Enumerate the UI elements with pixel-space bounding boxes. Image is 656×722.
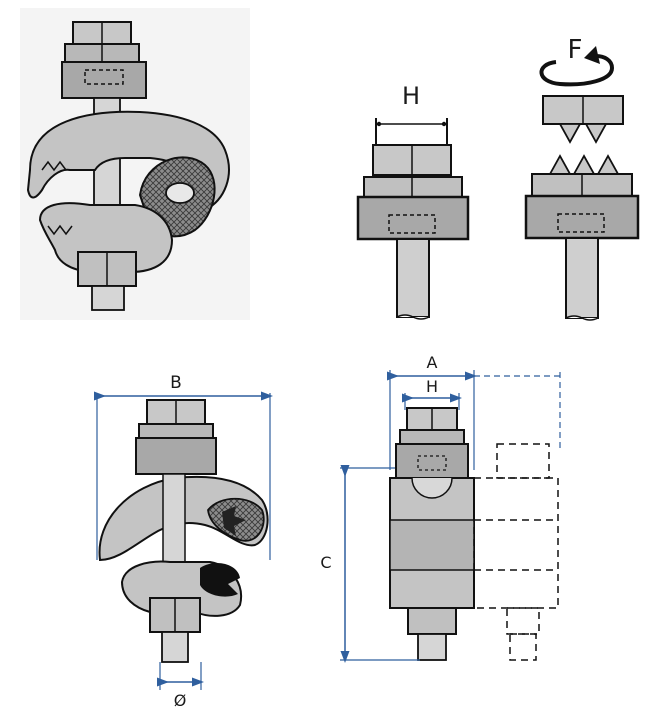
rotation-arrow xyxy=(539,54,615,87)
label-a: A xyxy=(427,353,438,372)
front-dimension-view: A H C xyxy=(320,353,561,663)
cap-base xyxy=(356,195,470,241)
ghost-body xyxy=(473,443,559,661)
sheared-nut-view: F xyxy=(524,35,640,321)
side-dimension-view: B Ø xyxy=(94,373,273,710)
lower-jaw xyxy=(38,202,174,273)
bolt-end xyxy=(91,285,125,311)
label-b: B xyxy=(170,373,182,393)
torque-nut-view: H xyxy=(356,82,470,320)
rubber-seal xyxy=(200,563,240,597)
nut-cap xyxy=(61,61,147,99)
connector-3d-view xyxy=(20,8,250,320)
label-c: C xyxy=(320,553,331,572)
label-f: F xyxy=(568,35,583,65)
label-h-top: H xyxy=(402,82,420,110)
label-diameter: Ø xyxy=(174,691,187,710)
label-h-front: H xyxy=(426,377,438,396)
shaft xyxy=(396,238,430,318)
